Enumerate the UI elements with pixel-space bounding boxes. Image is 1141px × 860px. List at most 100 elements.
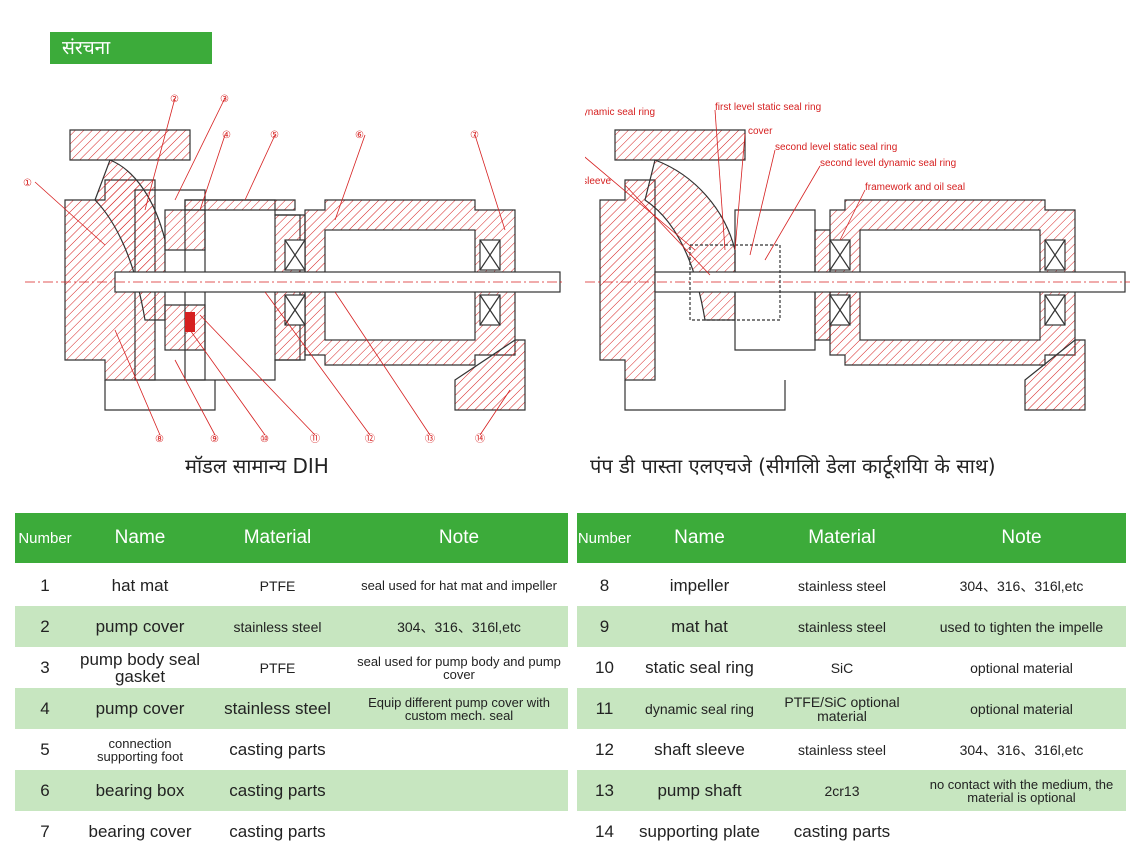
cell-material: stainless steel: [767, 606, 917, 647]
cell-name: pump cover: [75, 688, 205, 729]
callout-12: ⑫: [365, 433, 375, 445]
cell-name: mat hat: [632, 606, 767, 647]
pump-diagram-cartridge-seal: first level dynamic seal ring first leve…: [585, 102, 1130, 411]
cell-note: [350, 811, 568, 852]
cell-name: bearing box: [75, 770, 205, 811]
cell-material: PTFE: [259, 659, 296, 676]
cell-material: casting parts: [229, 740, 326, 759]
cell-material: stainless steel: [798, 577, 886, 594]
left-diagram-caption: मॉडल सामान्य DIH: [185, 454, 329, 478]
header-number: Number: [15, 513, 75, 563]
cell-note: optional material: [917, 688, 1126, 729]
table-row: 9 mat hat stainless steel used to tighte…: [577, 606, 1126, 647]
cell-note: [917, 811, 1126, 852]
callout-8: ⑧: [155, 434, 164, 445]
cell-material: casting parts: [793, 822, 891, 841]
table-row: 14 supporting plate casting parts: [577, 811, 1126, 852]
header-material: Material: [205, 513, 350, 563]
cell-name: connection supporting foot: [96, 735, 183, 764]
callout-9: ⑨: [210, 434, 219, 445]
cell-note: 304、316、316l,etc: [959, 577, 1084, 594]
cell-name: supporting plate: [639, 822, 760, 841]
cell-number: 2: [15, 606, 75, 647]
header-name: Name: [75, 513, 205, 563]
table-row: 2 pump cover stainless steel 304、316、316…: [15, 606, 568, 647]
cell-note: optional material: [970, 659, 1073, 676]
label-second-dynamic-seal: second level dynamic seal ring: [820, 158, 956, 169]
section-title: संरचना: [50, 32, 212, 64]
cell-material: PTFE/SiC optional material: [767, 688, 917, 729]
table-row: 5 connection supporting foot casting par…: [15, 729, 568, 770]
header-note: Note: [350, 513, 568, 563]
table-row: 8 impeller stainless steel 304、316、316l,…: [577, 565, 1126, 606]
cell-material: casting parts: [205, 770, 350, 811]
table-row: 12 shaft sleeve stainless steel 304、316、…: [577, 729, 1126, 770]
pump-diagram-dih: ① ② ③ ④ ⑤ ⑥ ⑦ ⑧ ⑨ ⑩ ⑪ ⑫ ⑬ ⑭: [23, 94, 565, 445]
right-diagram-caption: पंप डी पास्ता एलएचजे (सीगलिो डेला कार्टू…: [590, 454, 996, 478]
table-row: 10 static seal ring SiC optional materia…: [577, 647, 1126, 688]
callout-6: ⑥: [355, 130, 364, 141]
table-row: 4 pump cover stainless steel Equip diffe…: [15, 688, 568, 729]
cell-material: SiC: [830, 659, 854, 676]
table-row: 1 hat mat PTFE seal used for hat mat and…: [15, 565, 568, 606]
cell-note: seal used for pump body and pump cover: [357, 653, 561, 682]
cell-number: 4: [15, 688, 75, 729]
label-shaft-sleeve: Shaft sleeve: [585, 176, 611, 187]
parts-table-left: Number Name Material Note 1 hat mat PTFE…: [15, 513, 568, 852]
cell-name: pump body seal gasket: [79, 649, 201, 686]
cell-number: 6: [15, 770, 75, 811]
table-row: 11 dynamic seal ring PTFE/SiC optional m…: [577, 688, 1126, 729]
cell-note: Equip different pump cover with custom m…: [350, 688, 568, 729]
cell-number: 13: [577, 770, 632, 811]
table-row: 7 bearing cover casting parts: [15, 811, 568, 852]
cell-name: static seal ring: [645, 658, 754, 677]
label-first-static-seal: first level static seal ring: [715, 102, 821, 113]
header-note: Note: [917, 513, 1126, 563]
label-cover: cover: [748, 126, 773, 137]
callout-3: ③: [220, 94, 229, 105]
callout-5: ⑤: [270, 130, 279, 141]
cell-note: 304、316、316l,etc: [959, 741, 1084, 758]
cell-material: stainless steel: [205, 688, 350, 729]
callout-13: ⑬: [425, 433, 435, 445]
cell-material: stainless steel: [205, 606, 350, 647]
callout-4: ④: [222, 130, 231, 141]
cell-number: 12: [595, 740, 614, 759]
callout-2: ②: [170, 94, 179, 105]
cell-note: 304、316、316l,etc: [350, 606, 568, 647]
cell-note: no contact with the medium, the material…: [917, 770, 1126, 811]
cell-number: 10: [595, 658, 614, 677]
cell-note: used to tighten the impelle: [917, 606, 1126, 647]
cell-number: 1: [40, 576, 50, 595]
callout-1: ①: [23, 178, 32, 189]
header-number: Number: [577, 513, 632, 563]
callout-11: ⑪: [310, 433, 320, 445]
header-name: Name: [632, 513, 767, 563]
cell-number: 9: [577, 606, 632, 647]
cell-number: 11: [577, 688, 632, 729]
label-second-static-seal: second level static seal ring: [775, 142, 897, 153]
cell-name: hat mat: [111, 576, 169, 595]
callout-7: ⑦: [470, 130, 479, 141]
cell-name: shaft sleeve: [654, 740, 745, 759]
callout-10: ⑩: [260, 434, 269, 445]
cell-name: bearing cover: [88, 822, 192, 841]
header-material: Material: [767, 513, 917, 563]
cell-number: 7: [40, 822, 50, 841]
cell-number: 14: [595, 822, 614, 841]
cell-number: 3: [40, 658, 50, 677]
cell-name: pump cover: [75, 606, 205, 647]
cell-note: [350, 729, 568, 770]
cell-material: PTFE: [259, 577, 296, 594]
label-first-dynamic-seal: first level dynamic seal ring: [585, 107, 655, 118]
cell-name: pump shaft: [632, 770, 767, 811]
cell-material: casting parts: [229, 822, 326, 841]
callout-14: ⑭: [475, 433, 485, 445]
cell-name: dynamic seal ring: [632, 688, 767, 729]
table-row: 3 pump body seal gasket PTFE seal used f…: [15, 647, 568, 688]
cell-number: 8: [599, 576, 610, 595]
cell-note: [350, 770, 568, 811]
parts-table-right: Number Name Material Note 8 impeller sta…: [577, 513, 1126, 852]
cell-material: stainless steel: [798, 741, 886, 758]
cell-number: 5: [40, 740, 50, 759]
